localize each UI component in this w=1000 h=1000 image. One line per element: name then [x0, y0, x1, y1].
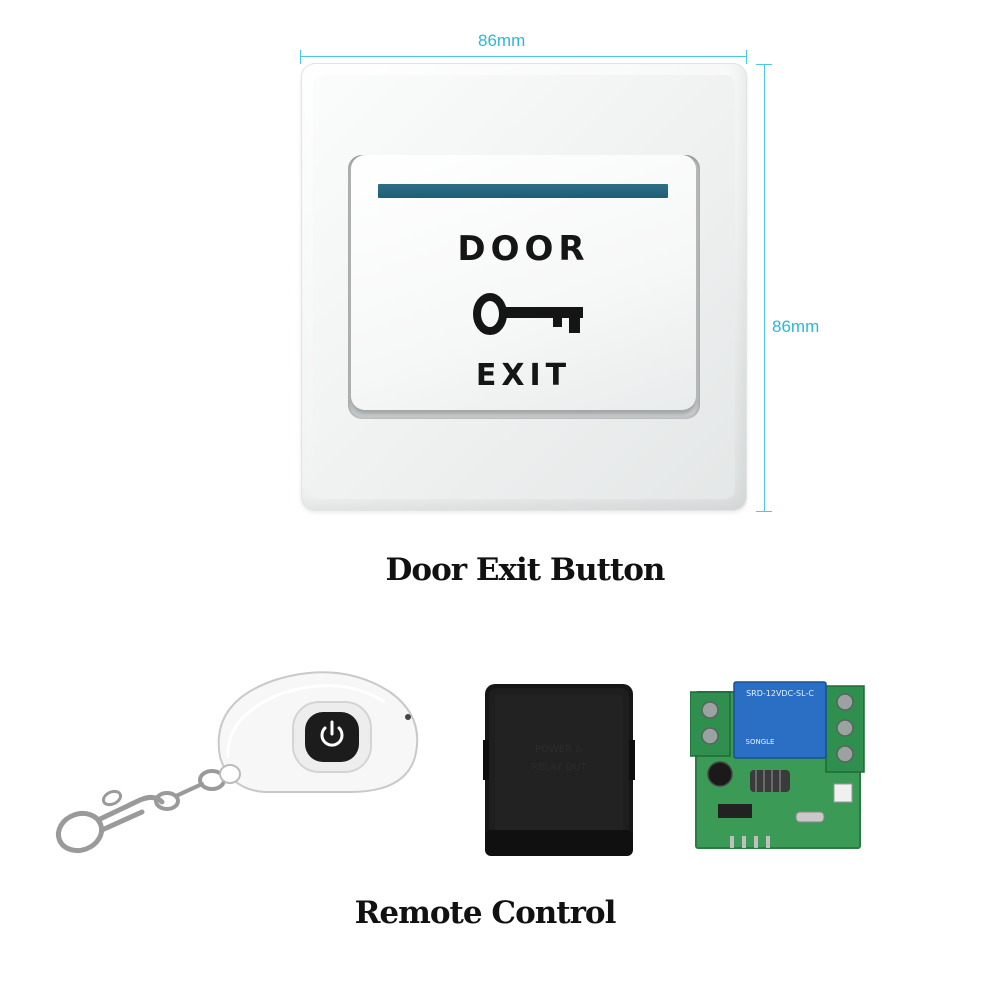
- receiver-label-1: POWER &: [535, 744, 583, 755]
- relay-component: [733, 681, 827, 759]
- door-exit-plate: DOOR EXIT: [301, 63, 747, 511]
- crystal: [795, 811, 825, 823]
- height-dimension-label: 86mm: [772, 317, 820, 336]
- terminal-screw-right-2: [836, 719, 854, 737]
- door-label: DOOR: [457, 229, 590, 269]
- relay-receiver-board: SRD-12VDC-SL-C SONGLE: [690, 681, 865, 849]
- remote-fob: [55, 671, 419, 854]
- door-exit-switch: DOOR EXIT: [351, 155, 696, 410]
- led-indicator: [405, 714, 411, 720]
- chip: [718, 804, 752, 818]
- receiver-label-2: RELAY OUT: [531, 762, 588, 773]
- power-icon: [320, 720, 344, 747]
- capacitor: [707, 761, 733, 787]
- door-exit-caption: Door Exit Button: [385, 552, 666, 588]
- height-dimension-tick-top: [756, 64, 772, 65]
- learn-button: [833, 783, 853, 803]
- width-dimension-line: [301, 56, 747, 57]
- indicator-strip: [378, 184, 668, 198]
- width-dimension-tick-left: [300, 50, 301, 64]
- key-icon: [473, 293, 583, 335]
- height-dimension-line: [764, 64, 765, 512]
- remote-control-caption: Remote Control: [354, 895, 617, 931]
- exit-label: EXIT: [475, 358, 572, 393]
- height-dimension-tick-bottom: [756, 511, 772, 512]
- keyring-clasp-icon: [55, 769, 226, 854]
- terminal-screw-right-1: [836, 693, 854, 711]
- relay-brand-text: SONGLE: [746, 738, 775, 746]
- relay-model-text: SRD-12VDC-SL-C: [746, 689, 814, 698]
- width-dimension-tick-right: [746, 50, 747, 64]
- receiver-case: POWER & RELAY OUT: [483, 684, 635, 856]
- width-dimension-label: 86mm: [478, 31, 526, 50]
- terminal-screw-left-2: [701, 727, 719, 745]
- terminal-screw-left-1: [701, 701, 719, 719]
- terminal-screw-right-3: [836, 745, 854, 763]
